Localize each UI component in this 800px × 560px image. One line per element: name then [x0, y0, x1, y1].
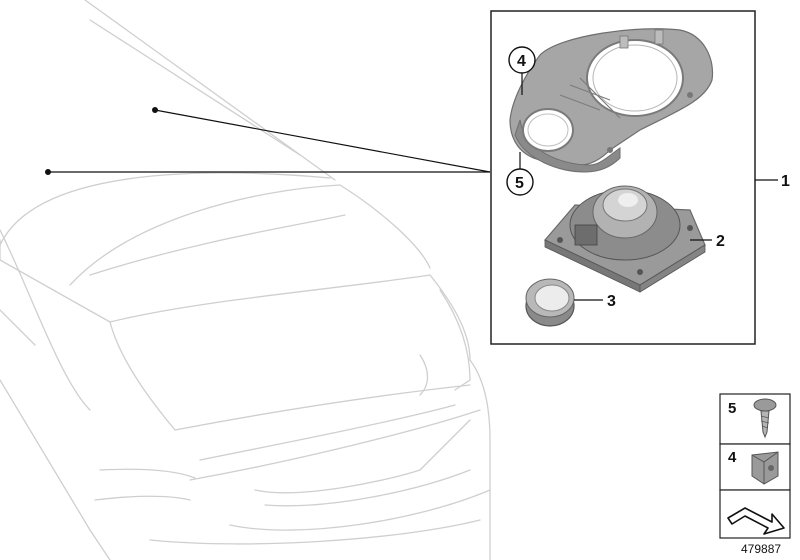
assembly-box — [490, 10, 756, 345]
callout-4: 4 — [517, 53, 526, 70]
location-dot-upper — [152, 107, 158, 113]
callout-3: 3 — [607, 293, 616, 310]
legend-number-5: 5 — [728, 400, 736, 417]
speaker — [544, 185, 706, 293]
callout-5-group: 5 — [506, 152, 534, 196]
fastener-legend: 5 4 — [719, 393, 791, 539]
car-outline — [0, 0, 491, 560]
callout-5: 5 — [515, 175, 524, 192]
diagram-number: 479887 — [741, 542, 781, 556]
arrow-icon — [727, 507, 785, 535]
speaker-mount-bracket — [509, 28, 714, 173]
callout-1: 1 — [781, 173, 790, 190]
clip-nut-icon — [751, 451, 779, 485]
legend-number-4: 4 — [728, 449, 737, 466]
callout-4-group: 4 — [508, 46, 536, 95]
leader-lines — [45, 107, 491, 175]
location-dot-lower — [45, 169, 51, 175]
tweeter — [525, 278, 575, 327]
screw-icon — [753, 398, 777, 439]
callout-2: 2 — [716, 233, 725, 250]
